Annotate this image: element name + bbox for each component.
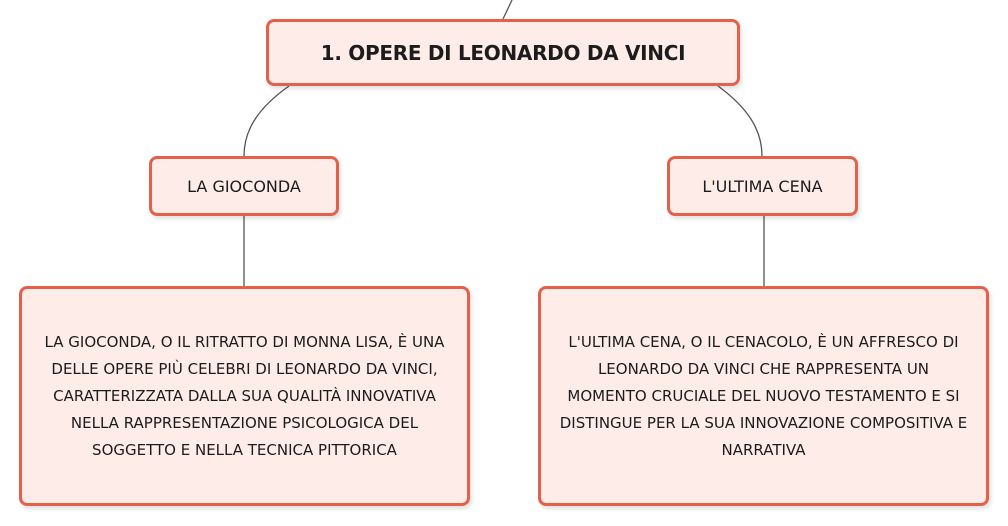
branch-node-gioconda[interactable]: LA GIOCONDA — [149, 156, 339, 216]
connector-root-to-gioconda — [243, 85, 290, 157]
branch-label-ultima-cena: L'ULTIMA CENA — [702, 176, 823, 196]
detail-text-gioconda: LA GIOCONDA, O IL RITRATTO DI MONNA LISA… — [44, 332, 445, 459]
root-node[interactable]: 1. OPERE DI LEONARDO DA VINCI — [266, 19, 740, 86]
detail-node-gioconda[interactable]: LA GIOCONDA, O IL RITRATTO DI MONNA LISA… — [19, 286, 470, 506]
branch-node-ultima-cena[interactable]: L'ULTIMA CENA — [667, 156, 858, 216]
detail-text-ultima-cena: L'ULTIMA CENA, O IL CENACOLO, È UN AFFRE… — [559, 332, 968, 459]
branch-label-gioconda: LA GIOCONDA — [187, 176, 301, 196]
connector-parent-to-root — [502, 0, 513, 20]
root-title: 1. OPERE DI LEONARDO DA VINCI — [320, 40, 686, 65]
connector-root-to-cena — [717, 85, 763, 157]
detail-node-ultima-cena[interactable]: L'ULTIMA CENA, O IL CENACOLO, È UN AFFRE… — [538, 286, 989, 506]
